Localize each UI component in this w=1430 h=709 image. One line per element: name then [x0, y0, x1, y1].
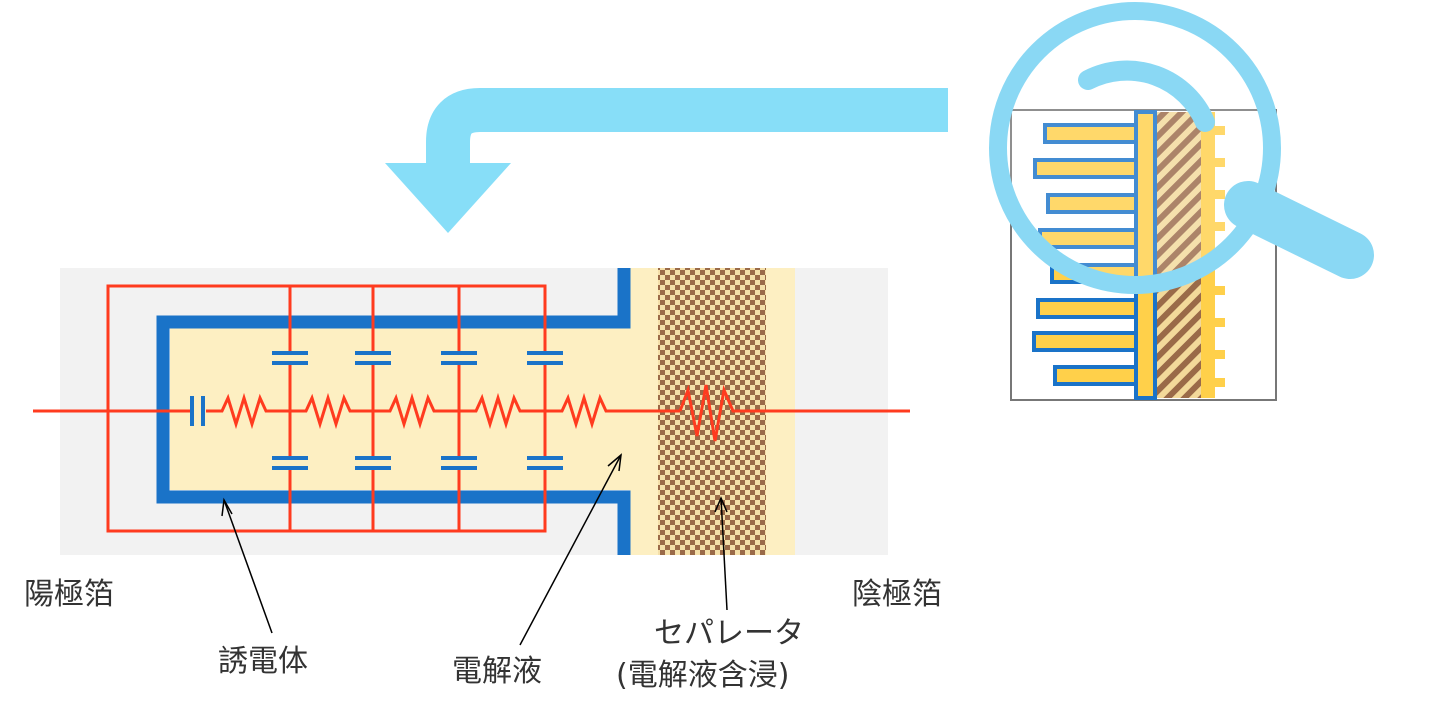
leader-dielectric: [223, 499, 273, 634]
capacitor-top-1: [272, 351, 308, 365]
inset-hatched-layer: [1155, 112, 1201, 398]
label-cathode-foil: 陰極箔: [852, 577, 942, 612]
inset-anode-comb: [1032, 110, 1157, 400]
curved-arrow-icon: [385, 88, 948, 233]
capacitor-top-4: [527, 351, 563, 365]
leader-separator: [720, 497, 728, 611]
separator-resistor: [678, 384, 910, 442]
resistor-5: [545, 392, 680, 430]
label-separator-note: (電解液含浸): [616, 658, 789, 693]
capacitor-top-2: [355, 351, 391, 365]
resistor-3: [373, 392, 459, 430]
capacitor-bottom-1: [272, 456, 308, 470]
magnifier-lens: [989, 2, 1281, 294]
resistor-4: [459, 392, 545, 430]
capacitor-top-3: [441, 351, 477, 365]
label-electrolyte: 電解液: [452, 654, 542, 689]
series-capacitor: [190, 396, 205, 426]
capacitor-bottom-2: [355, 456, 391, 470]
magnifier-handle: [1224, 181, 1374, 279]
leader-electrolyte: [519, 454, 622, 646]
capacitor-bottom-4: [527, 456, 563, 470]
capacitor-bottom-3: [441, 456, 477, 470]
magnifying-glass-icon: [989, 2, 1374, 294]
leader-lines: [221, 453, 728, 646]
label-dielectric: 誘電体: [218, 644, 308, 679]
capacitors: [190, 351, 563, 470]
equivalent-circuit: [33, 284, 910, 533]
magnifier-glare: [1078, 60, 1215, 132]
label-separator: セパレータ: [654, 616, 804, 651]
resistor-2: [290, 392, 373, 430]
resistor-1: [206, 392, 290, 430]
outer-anode-loop: [106, 284, 547, 533]
label-anode-foil: 陽極箔: [24, 577, 114, 612]
